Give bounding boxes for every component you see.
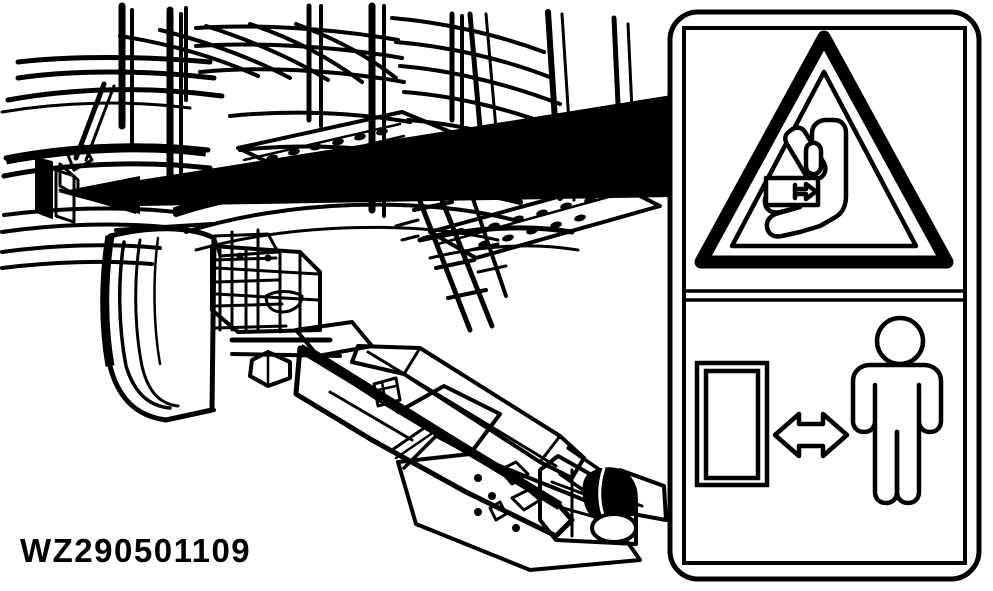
hand-crush-pictogram (762, 117, 849, 239)
part-number-label: WZ290501109 (20, 532, 252, 569)
warning-triangle-inner-outline (729, 69, 919, 249)
ladder (394, 187, 508, 333)
double-headed-arrow-icon (772, 411, 850, 459)
bar-arrow-right-icon (792, 181, 819, 202)
decal-inner-border (682, 26, 967, 565)
decal-outer-border (667, 9, 982, 582)
warning-triangle-outline (694, 30, 954, 269)
tow-ball (582, 466, 638, 544)
warning-panel (694, 30, 954, 269)
guard-rail-cross-members (194, 24, 412, 156)
hand-fingertip (803, 140, 824, 177)
frame-detail-behind-fender (212, 228, 288, 332)
person-head (874, 315, 926, 367)
machine-element-rectangle (694, 360, 770, 488)
chassis-frame (210, 244, 374, 388)
keep-distance-panel (694, 315, 944, 506)
person-figure-icon (850, 315, 944, 506)
callout-arrow-shape (58, 95, 672, 214)
decal-panel-divider (684, 289, 965, 302)
